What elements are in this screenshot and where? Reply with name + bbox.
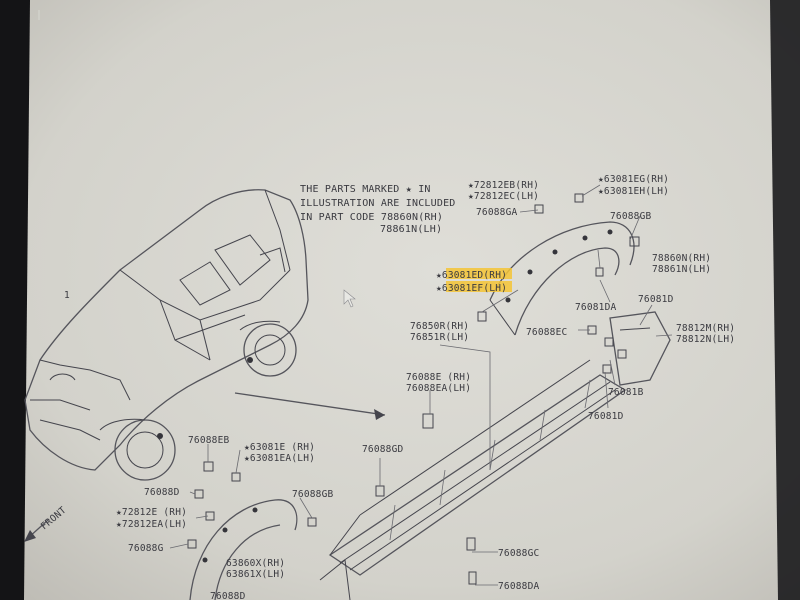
highlight-63081EF (446, 281, 512, 292)
part-callout: 76081D (638, 294, 674, 305)
part-callout: 76088EA(LH) (406, 383, 471, 394)
side-sill-moulding (319, 359, 627, 600)
page-number: 1 (64, 290, 70, 301)
rear-wheel (243, 323, 297, 377)
mouse-cursor-icon (343, 289, 356, 308)
part-callout: ★63081EA(LH) (244, 453, 315, 464)
part-callout: 63860X(RH) (226, 558, 285, 569)
part-callout: 76850R(RH) (410, 321, 469, 332)
part-callout: ★63081E (RH) (244, 442, 315, 453)
vehicle-illustration (24, 189, 309, 481)
part-callout: 78861N(LH) (652, 264, 711, 275)
note-line-4: 78861N(LH) (380, 224, 442, 235)
monitor-left-edge (0, 0, 30, 600)
clip-76088E (422, 413, 434, 429)
front-direction-arrow (24, 519, 49, 542)
part-callout: ★72812EB(RH) (468, 180, 539, 191)
part-callout: 76088GB (610, 211, 652, 222)
part-callout: 76088D (144, 487, 180, 498)
part-callout: 63861X(LH) (226, 569, 285, 580)
part-callout: 76088EB (188, 435, 230, 446)
part-callout: 78812M(RH) (676, 323, 735, 334)
parts-note: THE PARTS MARKED ★ IN ILLUSTRATION ARE I… (300, 184, 456, 235)
part-callout: 76088G (128, 543, 164, 554)
part-callout-highlighted: ★63081EF(LH) (436, 283, 507, 294)
note-line-3: IN PART CODE 78860N(RH) (300, 212, 443, 223)
part-callout: 76088D (210, 591, 246, 600)
monitor-right-edge (770, 0, 800, 600)
part-callout: ★72812E (RH) (116, 507, 187, 518)
part-callout: 76081DA (575, 302, 617, 313)
screen-mark (38, 10, 40, 20)
part-callout: 76088E (RH) (406, 372, 471, 383)
part-callout: 76088GC (498, 548, 539, 559)
leader-arrow (234, 392, 386, 416)
part-callouts: ★72812EB(RH) ★72812EC(LH) ★63081EG(RH) ★… (116, 174, 735, 600)
highlight-63081ED (446, 268, 512, 279)
leader-lines (169, 184, 673, 586)
arrow-head (374, 409, 385, 420)
part-callout: ★72812EA(LH) (116, 519, 187, 530)
part-callout: ★63081EG(RH) (598, 174, 669, 185)
part-callout: ★63081EH(LH) (598, 186, 669, 197)
part-callout: 76088GA (476, 207, 518, 218)
note-line-1: THE PARTS MARKED ★ IN (300, 184, 431, 195)
part-callout: ★72812EC(LH) (468, 191, 539, 202)
part-callout: 78860N(RH) (652, 253, 711, 264)
front-fender-moulding (187, 461, 317, 600)
part-callout: 76081D (588, 411, 624, 422)
part-callout: 76088EC (526, 327, 567, 338)
rear-fender-moulding (477, 193, 640, 336)
part-callout: 76851R(LH) (410, 332, 469, 343)
part-callout: 76081B (608, 387, 644, 398)
part-callout: 78812N(LH) (676, 334, 735, 345)
note-line-2: ILLUSTRATION ARE INCLUDED (300, 198, 456, 209)
part-callout-highlighted: ★63081ED(RH) (436, 270, 507, 281)
part-callout: 76088DA (498, 581, 540, 592)
part-callout: 76088GD (362, 444, 404, 455)
part-callout: 76088GB (292, 489, 334, 500)
